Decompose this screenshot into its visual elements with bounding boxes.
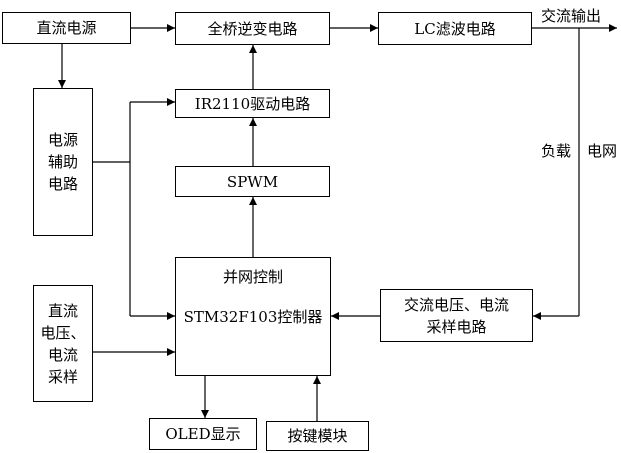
dc-sampling-line-4: 采样 [47,367,78,386]
ac-sampling-block: 交流电压、电流 采样电路 [380,289,533,342]
lc-filter-label: LC滤波电路 [414,19,496,38]
aux-power-block: 电源 辅助 电路 [33,88,93,236]
oled-display-block: OLED显示 [149,418,257,450]
aux-power-line-3: 电路 [47,175,78,193]
dc-sampling-line-2: 电压、 [40,323,86,342]
ir2110-driver-block: IR2110驱动电路 [175,89,330,118]
dc-source-label: 直流电源 [36,19,97,37]
controller-name: STM32F103控制器 [183,308,323,326]
spwm-block: SPWM [175,166,330,197]
full-bridge-label: 全桥逆变电路 [207,19,298,38]
full-bridge-block: 全桥逆变电路 [175,12,330,45]
ac-sampling-line-1: 交流电压、电流 [403,295,509,314]
controller-title: 并网控制 [222,268,283,286]
spwm-label: SPWM [226,172,279,191]
ac-output-label: 交流输出 [541,7,602,25]
grid-label: 电网 [587,142,618,160]
aux-power-line-2: 辅助 [47,153,78,171]
lc-filter-block: LC滤波电路 [378,12,532,45]
dc-sampling-line-1: 直流 [47,301,78,320]
load-label: 负载 [541,142,572,160]
keypad-block: 按键模块 [266,421,369,451]
controller-block: 并网控制 STM32F103控制器 [175,257,331,376]
ac-sampling-line-2: 采样电路 [426,317,487,336]
dc-sampling-line-3: 电流 [47,345,78,364]
aux-power-line-1: 电源 [47,131,78,149]
ir2110-driver-label: IR2110驱动电路 [194,94,311,113]
dc-sampling-block: 直流 电压、 电流 采样 [33,285,93,402]
dc-source-block: 直流电源 [2,12,131,44]
keypad-label: 按键模块 [287,427,348,445]
oled-display-label: OLED显示 [165,425,241,443]
